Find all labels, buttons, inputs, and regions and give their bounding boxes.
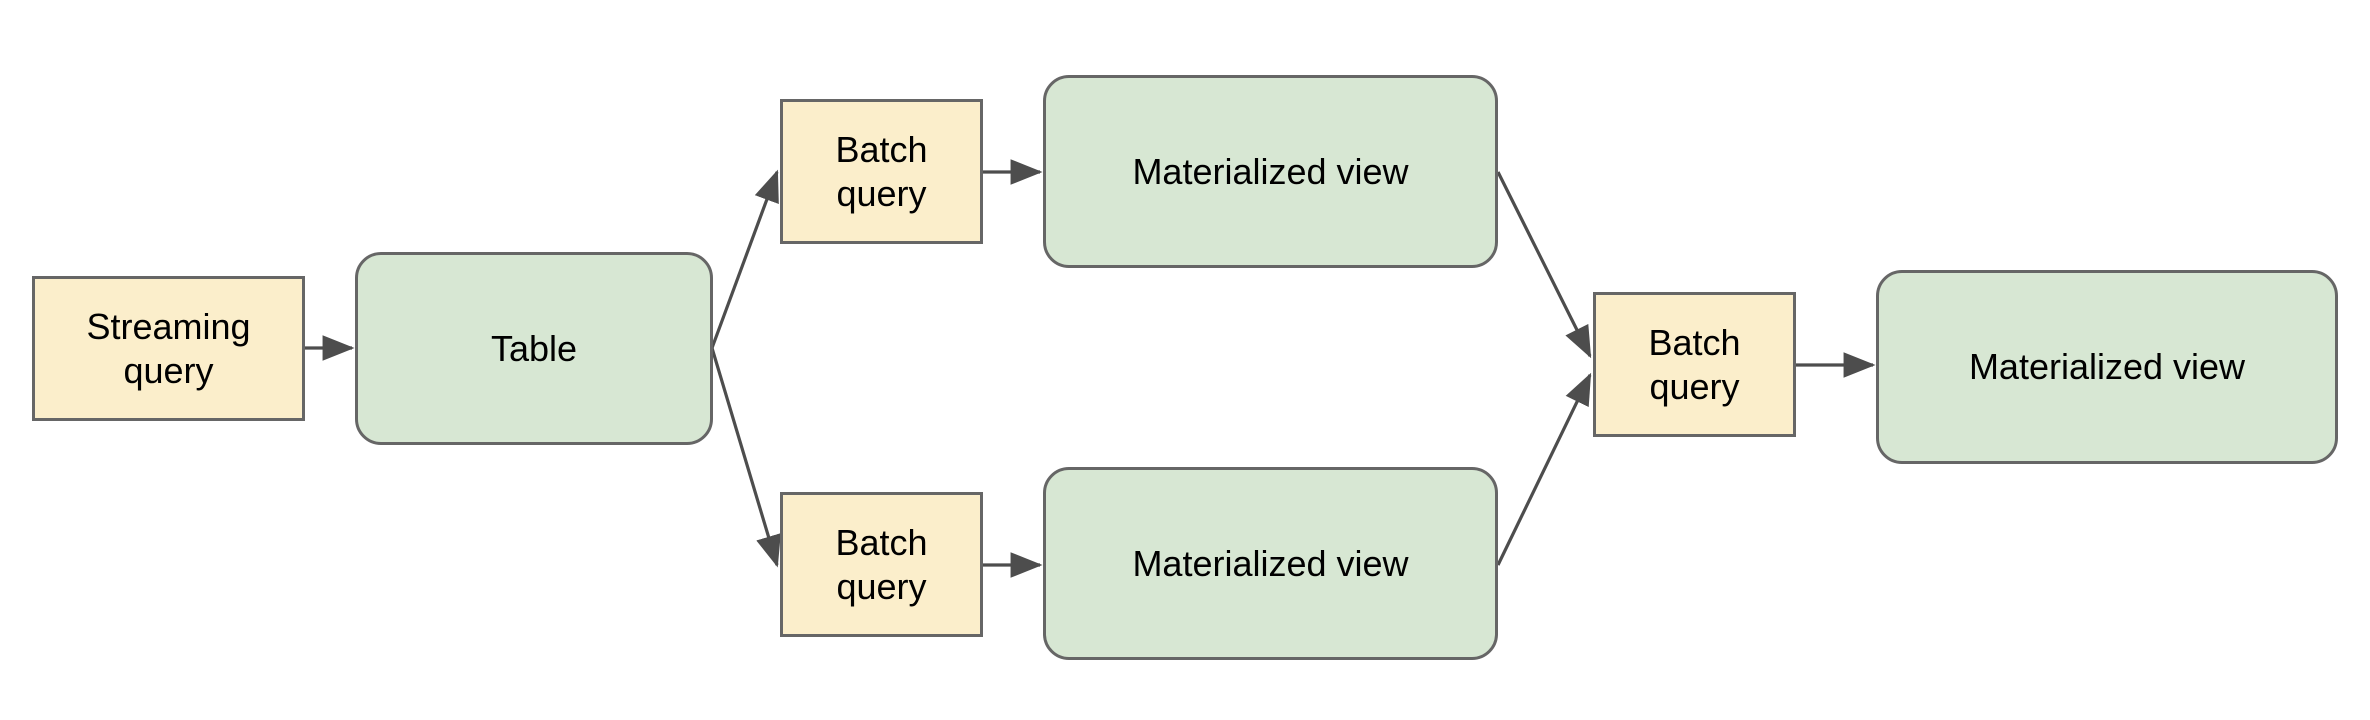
- node-label-materialized-view-top: Materialized view: [1132, 150, 1409, 192]
- node-label-batch-query-bottom: Batch query: [835, 521, 928, 607]
- node-materialized-view-bottom[interactable]: Materialized view: [1043, 467, 1498, 660]
- node-materialized-view-top[interactable]: Materialized view: [1043, 75, 1498, 268]
- node-label-batch-query-join: Batch query: [1648, 321, 1741, 407]
- edge-table-to-batch-bottom: [710, 347, 781, 568]
- edge-table-to-batch-top: [710, 169, 779, 349]
- node-label-materialized-view-final: Materialized view: [1968, 346, 2246, 388]
- node-batch-query-top[interactable]: Batch query: [780, 99, 983, 244]
- node-label-materialized-view-bottom: Materialized view: [1132, 542, 1409, 584]
- edge-mv-top-to-batch-join: [1496, 171, 1592, 359]
- node-streaming-query[interactable]: Streaming query: [32, 276, 305, 421]
- node-batch-query-bottom[interactable]: Batch query: [780, 492, 983, 637]
- node-label-batch-query-top: Batch query: [835, 128, 928, 214]
- node-label-streaming-query: Streaming query: [86, 305, 251, 391]
- node-table[interactable]: Table: [355, 252, 713, 445]
- node-materialized-view-final[interactable]: Materialized view: [1876, 270, 2338, 464]
- edge-mv-bottom-to-batch-join: [1496, 372, 1592, 566]
- node-label-table: Table: [490, 327, 578, 369]
- node-batch-query-join[interactable]: Batch query: [1593, 292, 1796, 437]
